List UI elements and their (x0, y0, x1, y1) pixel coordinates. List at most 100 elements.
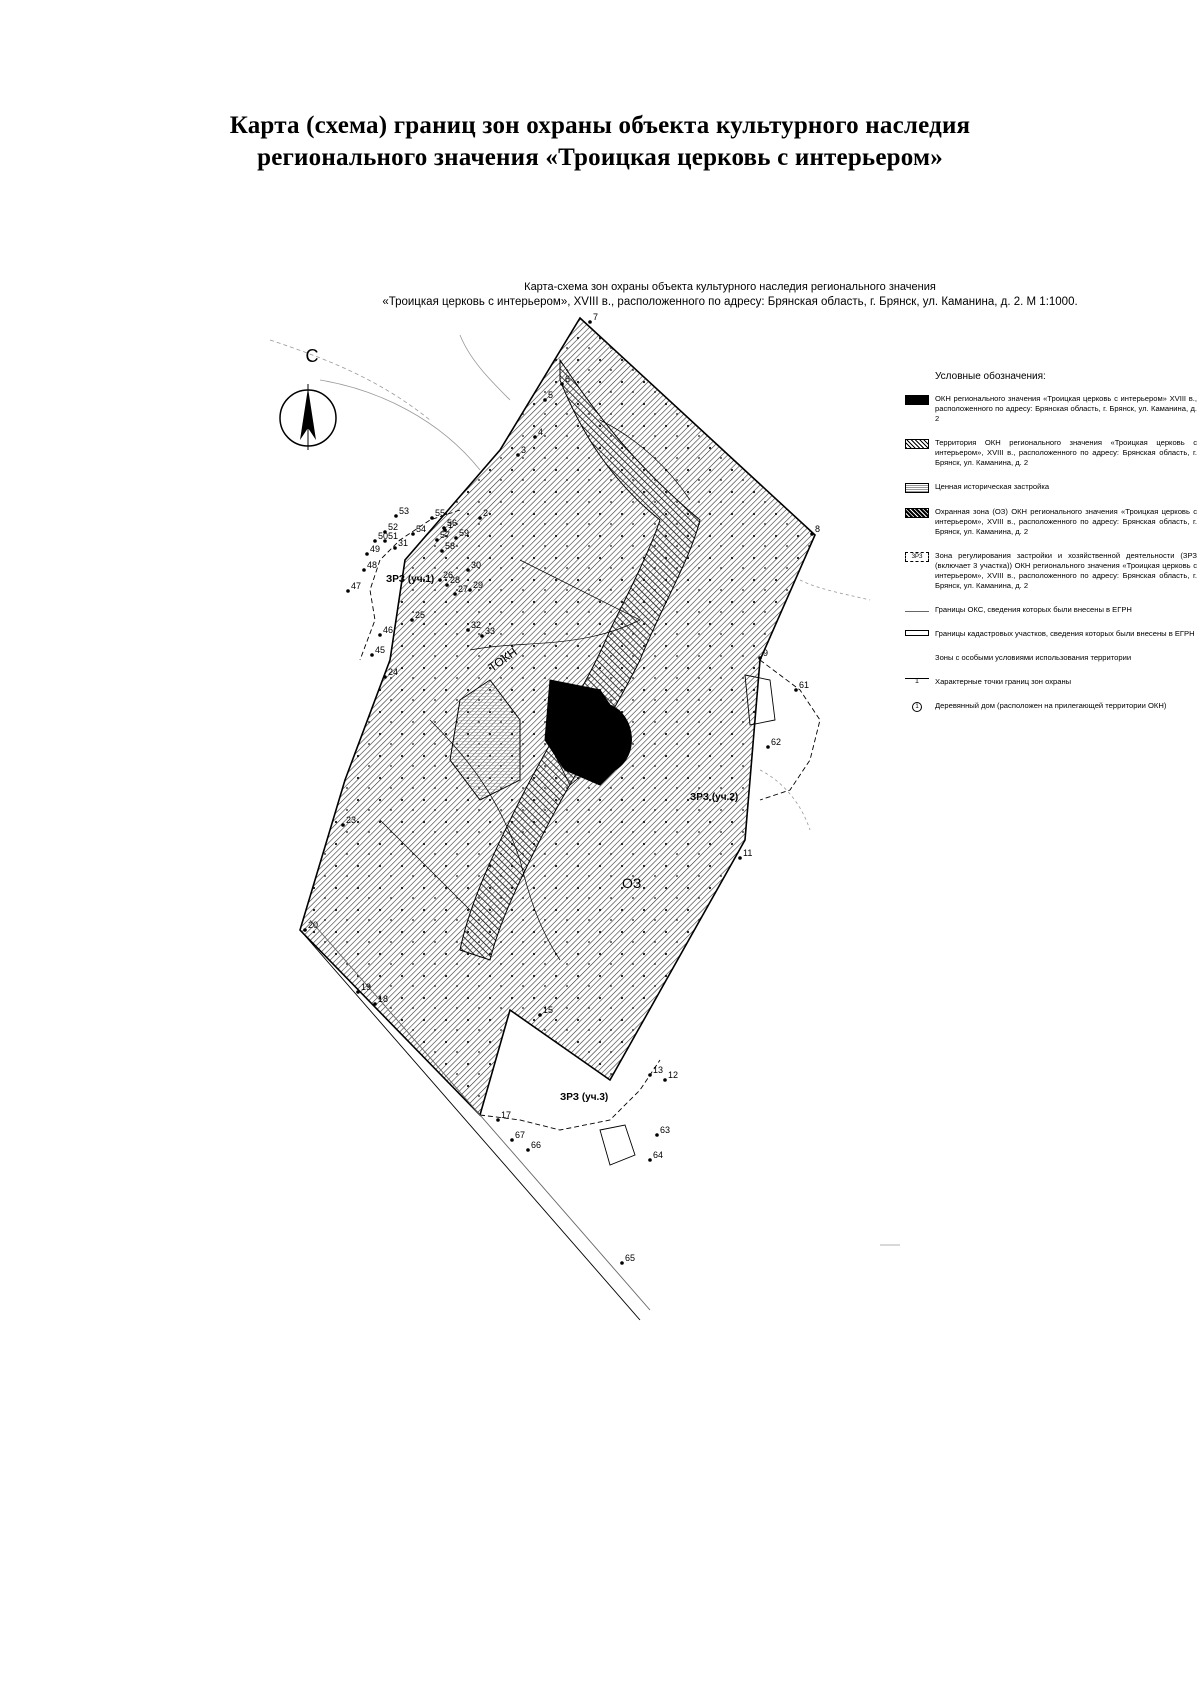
boundary-point-marker (478, 516, 482, 520)
boundary-point-label: 50 (378, 531, 388, 541)
boundary-point-marker (560, 382, 564, 386)
legend-swatch-zrz: ЗРЗ (905, 552, 929, 562)
boundary-point-marker (442, 526, 446, 530)
boundary-point-label: 59 (459, 528, 469, 538)
boundary-point-label: 23 (346, 815, 356, 825)
boundary-point-marker (373, 539, 377, 543)
boundary-point-marker (510, 1138, 514, 1142)
document-title-line-2: регионального значения «Троицкая церковь… (257, 144, 943, 171)
internal-contours (379, 419, 691, 961)
boundary-point-label: 27 (458, 584, 468, 594)
boundary-point-label: 45 (375, 645, 385, 655)
boundary-point-label: 13 (653, 1065, 663, 1075)
legend-swatch-oks (905, 606, 929, 612)
boundary-point-marker (810, 532, 814, 536)
boundary-point-marker (383, 539, 387, 543)
boundary-point-marker (516, 453, 520, 457)
boundary-point-label: 26 (443, 570, 453, 580)
north-arrow-icon: С (279, 346, 337, 450)
legend-text: Охранная зона (ОЗ) ОКН регионального зна… (935, 507, 1197, 536)
legend-text: Границы кадастровых участков, сведения к… (935, 629, 1195, 638)
boundary-point-label: 12 (668, 1070, 678, 1080)
boundary-point-label: 15 (543, 1005, 553, 1015)
boundary-point-label: 1 (448, 520, 453, 530)
boundary-point-marker (365, 552, 369, 556)
boundary-point-marker (445, 583, 449, 587)
boundary-point-label: 5 (548, 390, 553, 400)
boundary-point-marker (440, 549, 444, 553)
boundary-point-label: 17 (501, 1110, 511, 1120)
surroundings (269, 334, 900, 1246)
boundary-point-marker (496, 1118, 500, 1122)
map-header: Карта-схема зон охраны объекта культурно… (380, 280, 1080, 310)
boundary-point-marker (588, 320, 592, 324)
boundary-point-label: 46 (383, 625, 393, 635)
legend-text: Территория ОКН регионального значения «Т… (935, 438, 1197, 467)
boundary-point-label: 30 (471, 560, 481, 570)
boundary-point-marker (468, 588, 472, 592)
boundary-point-label: 61 (799, 680, 809, 690)
boundary-point-marker (543, 398, 547, 402)
boundary-point-marker (341, 823, 345, 827)
boundary-point-marker (794, 688, 798, 692)
legend-text: Зоны с особыми условиями использования т… (935, 653, 1132, 662)
boundary-point-marker (533, 435, 537, 439)
boundary-point-marker (466, 628, 470, 632)
boundary-point-label: 18 (378, 994, 388, 1004)
boundary-point-label: 55 (435, 508, 445, 518)
boundary-point-label: 19 (361, 982, 371, 992)
legend-item-terr: Территория ОКН регионального значения «Т… (905, 438, 1197, 468)
boundary-point-marker (435, 538, 439, 542)
map-header-line-2: «Троицкая церковь с интерьером», XVIII в… (382, 296, 1078, 308)
boundary-point-marker (356, 990, 360, 994)
legend-title: Условные обозначения: (935, 371, 1046, 382)
legend-text: Зона регулирования застройки и хозяйстве… (935, 551, 1197, 590)
boundary-point-label: 53 (399, 506, 409, 516)
boundary-point-label: 62 (771, 737, 781, 747)
legend-swatch-terr (905, 439, 929, 449)
legend-item-zrz: ЗРЗ Зона регулирования застройки и хозяйс… (905, 551, 1197, 591)
boundary-point-label: 57 (440, 530, 450, 540)
boundary-point-marker (663, 1078, 667, 1082)
legend-item-oz: Охранная зона (ОЗ) ОКН регионального зна… (905, 507, 1197, 537)
legend-text: ОКН регионального значения «Троицкая цер… (935, 394, 1197, 423)
boundary-point-label: 52 (388, 522, 398, 532)
zrz1-label: ЗРЗ (уч.1) (386, 574, 434, 585)
boundary-point-marker (303, 928, 307, 932)
legend-item-zouit: Зоны с особыми условиями использования т… (905, 653, 1197, 663)
boundary-point-marker (373, 1002, 377, 1006)
map-header-line-1: Карта-схема зон охраны объекта культурно… (524, 281, 936, 293)
legend-item-cad: Границы кадастровых участков, сведения к… (905, 629, 1197, 639)
boundary-point-label: 25 (415, 610, 425, 620)
boundary-point-marker (648, 1158, 652, 1162)
boundary-point-label: 58 (445, 541, 455, 551)
boundary-point-marker (370, 653, 374, 657)
legend-text: Ценная историческая застройка (935, 482, 1050, 491)
boundary-point-label: 8 (815, 524, 820, 534)
boundary-point-marker (430, 516, 434, 520)
boundary-point-label: 9 (763, 648, 768, 658)
boundary-point-label: 64 (653, 1150, 663, 1160)
legend-text: Характерные точки границ зон охраны (935, 677, 1072, 686)
boundary-point-marker (655, 1133, 659, 1137)
boundary-point-marker (758, 656, 762, 660)
boundary-point-marker (394, 514, 398, 518)
boundary-point-marker (411, 532, 415, 536)
boundary-point-label: 47 (351, 581, 361, 591)
boundary-point-label: 54 (416, 524, 426, 534)
boundary-point-label: 48 (367, 560, 377, 570)
boundary-point-marker (620, 1261, 624, 1265)
legend-item-hist: Ценная историческая застройка (905, 482, 1197, 493)
boundary-point-marker (393, 546, 397, 550)
legend-swatch-house: 1 (912, 702, 922, 712)
boundary-point-marker (438, 578, 442, 582)
legend-swatch-oz (905, 508, 929, 518)
legend-item-okn: ОКН регионального значения «Троицкая цер… (905, 394, 1197, 424)
document-title-line-1: Карта (схема) границ зон охраны объекта … (229, 112, 971, 139)
map-legend: Условные обозначения: ОКН регионального … (905, 372, 1197, 726)
document-title: Карта (схема) границ зон охраны объекта … (0, 110, 1200, 174)
